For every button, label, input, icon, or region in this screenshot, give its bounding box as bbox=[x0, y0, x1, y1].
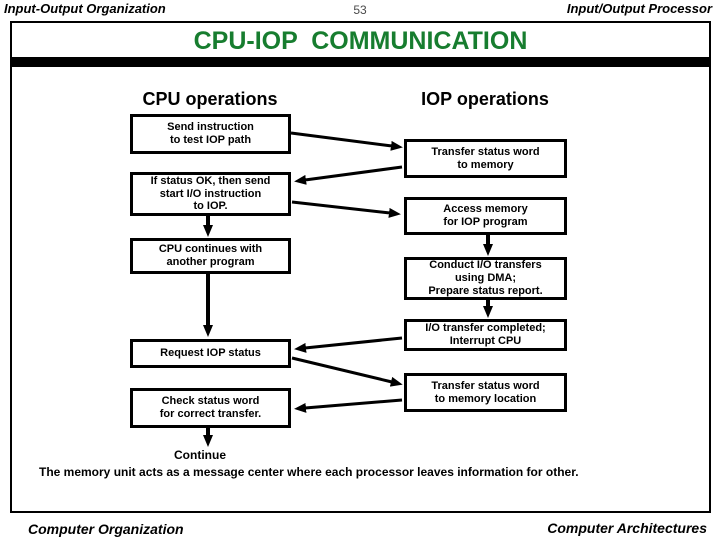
footer-left: Computer Organization bbox=[28, 521, 184, 537]
note-text: The memory unit acts as a message center… bbox=[39, 465, 579, 479]
box-cpu-continues: CPU continues with another program bbox=[130, 238, 291, 274]
cpu-operations-heading: CPU operations bbox=[142, 89, 278, 109]
iop-operations-heading: IOP operations bbox=[421, 89, 549, 109]
continue-label: Continue bbox=[174, 448, 226, 462]
slide-frame bbox=[10, 21, 711, 513]
box-check-status-word: Check status word for correct transfer. bbox=[130, 388, 291, 428]
footer-right: Computer Architectures bbox=[547, 520, 707, 536]
box-conduct-io-transfers: Conduct I/O transfers using DMA; Prepare… bbox=[404, 257, 567, 300]
page-number: 53 bbox=[353, 3, 367, 17]
box-request-iop-status: Request IOP status bbox=[130, 339, 291, 368]
box-io-transfer-completed: I/O transfer completed; Interrupt CPU bbox=[404, 319, 567, 351]
title-divider-bar bbox=[10, 57, 711, 67]
slide-title: CPU-IOP COMMUNICATION bbox=[193, 27, 528, 55]
box-access-memory: Access memory for IOP program bbox=[404, 197, 567, 235]
header-course-title: Input-Output Organization bbox=[4, 1, 166, 16]
box-transfer-status-location: Transfer status word to memory location bbox=[404, 373, 567, 412]
box-send-test-instruction: Send instruction to test IOP path bbox=[130, 114, 291, 154]
box-start-io-instruction: If status OK, then send start I/O instru… bbox=[130, 172, 291, 216]
header-section-title: Input/Output Processor bbox=[566, 1, 712, 16]
box-transfer-status-word: Transfer status word to memory bbox=[404, 139, 567, 178]
